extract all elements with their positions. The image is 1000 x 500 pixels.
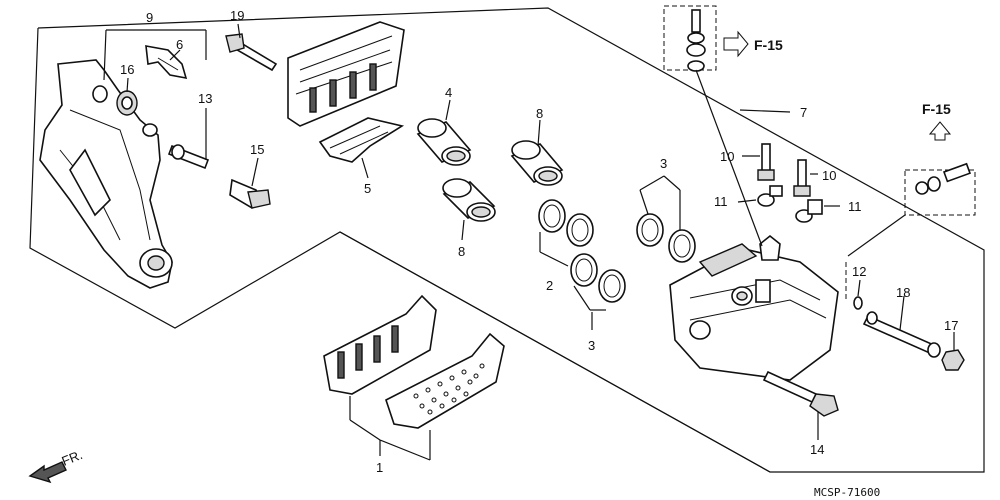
callout-labels: 1 2 3 3 4 5 6 7 8 8 9 10 10 11 11 12 13 … (120, 8, 958, 475)
callout-9: 9 (146, 10, 153, 25)
o-ring-12 (853, 296, 863, 310)
callout-3-lower: 3 (588, 338, 595, 353)
bleeder-valve-10-lower (793, 159, 811, 197)
callout-6: 6 (176, 37, 183, 52)
callout-16: 16 (120, 62, 134, 77)
f15-right-label: F-15 (754, 37, 783, 53)
callout-1: 1 (376, 460, 383, 475)
reference-f15-right: F-15 (723, 30, 783, 58)
callout-11-upper: 11 (714, 194, 728, 209)
leader-lines (103, 23, 955, 461)
piston-8-lower (442, 178, 496, 222)
piston-8-upper (510, 140, 564, 186)
bolt-14 (762, 370, 839, 417)
caliper-body (669, 234, 839, 381)
f15-top-label: F-15 (922, 101, 951, 117)
upper-pad-set (287, 21, 405, 127)
callout-8-upper: 8 (536, 106, 543, 121)
bleeder-valve-10-upper (757, 143, 775, 181)
drawing-code: MCSP-71600 (814, 486, 880, 499)
callout-5: 5 (364, 181, 371, 196)
bleeder-cap-11-upper (757, 185, 783, 207)
pin-bolt-15 (229, 178, 271, 209)
inset-hose-fitting (847, 162, 971, 257)
bracket-boot-16 (116, 90, 138, 116)
bleeder-cap-11-lower (795, 199, 823, 223)
piston-4 (416, 118, 472, 166)
callout-7: 7 (800, 105, 807, 120)
callout-10-lower: 10 (822, 168, 836, 183)
callout-3-upper: 3 (660, 156, 667, 171)
dust-seals-3 (636, 213, 696, 263)
callout-13: 13 (198, 91, 212, 106)
pad-retainer-6 (145, 45, 188, 80)
callout-19: 19 (230, 8, 244, 23)
assembly-boundaries (29, 5, 985, 473)
nut-17 (941, 349, 965, 371)
pad-spring-5 (318, 117, 405, 163)
up-arrow-icon (928, 121, 952, 141)
callout-11-lower: 11 (848, 199, 862, 214)
front-direction-indicator: FR. (28, 447, 85, 484)
callout-12: 12 (852, 264, 866, 279)
callout-2: 2 (546, 278, 553, 293)
sleeve-pin-13 (167, 144, 210, 170)
right-arrow-icon (723, 30, 749, 58)
front-arrow-icon (28, 461, 67, 484)
inset-banjo-bolt (686, 9, 763, 247)
callout-18: 18 (896, 285, 910, 300)
callout-14: 14 (810, 442, 824, 457)
callout-17: 17 (944, 318, 958, 333)
caliper-bracket (39, 59, 173, 289)
callout-8-lower: 8 (458, 244, 465, 259)
pin-18 (862, 311, 941, 358)
bolt-19 (225, 33, 278, 72)
piston-seals-2 (538, 199, 626, 303)
reference-f15-top: F-15 (922, 101, 952, 141)
callout-10-upper: 10 (720, 149, 734, 164)
brake-pad-set-1 (323, 294, 505, 429)
pad-backplate-dots (413, 363, 485, 415)
callout-4: 4 (445, 85, 452, 100)
front-direction-label: FR. (60, 447, 85, 469)
callout-15: 15 (250, 142, 264, 157)
